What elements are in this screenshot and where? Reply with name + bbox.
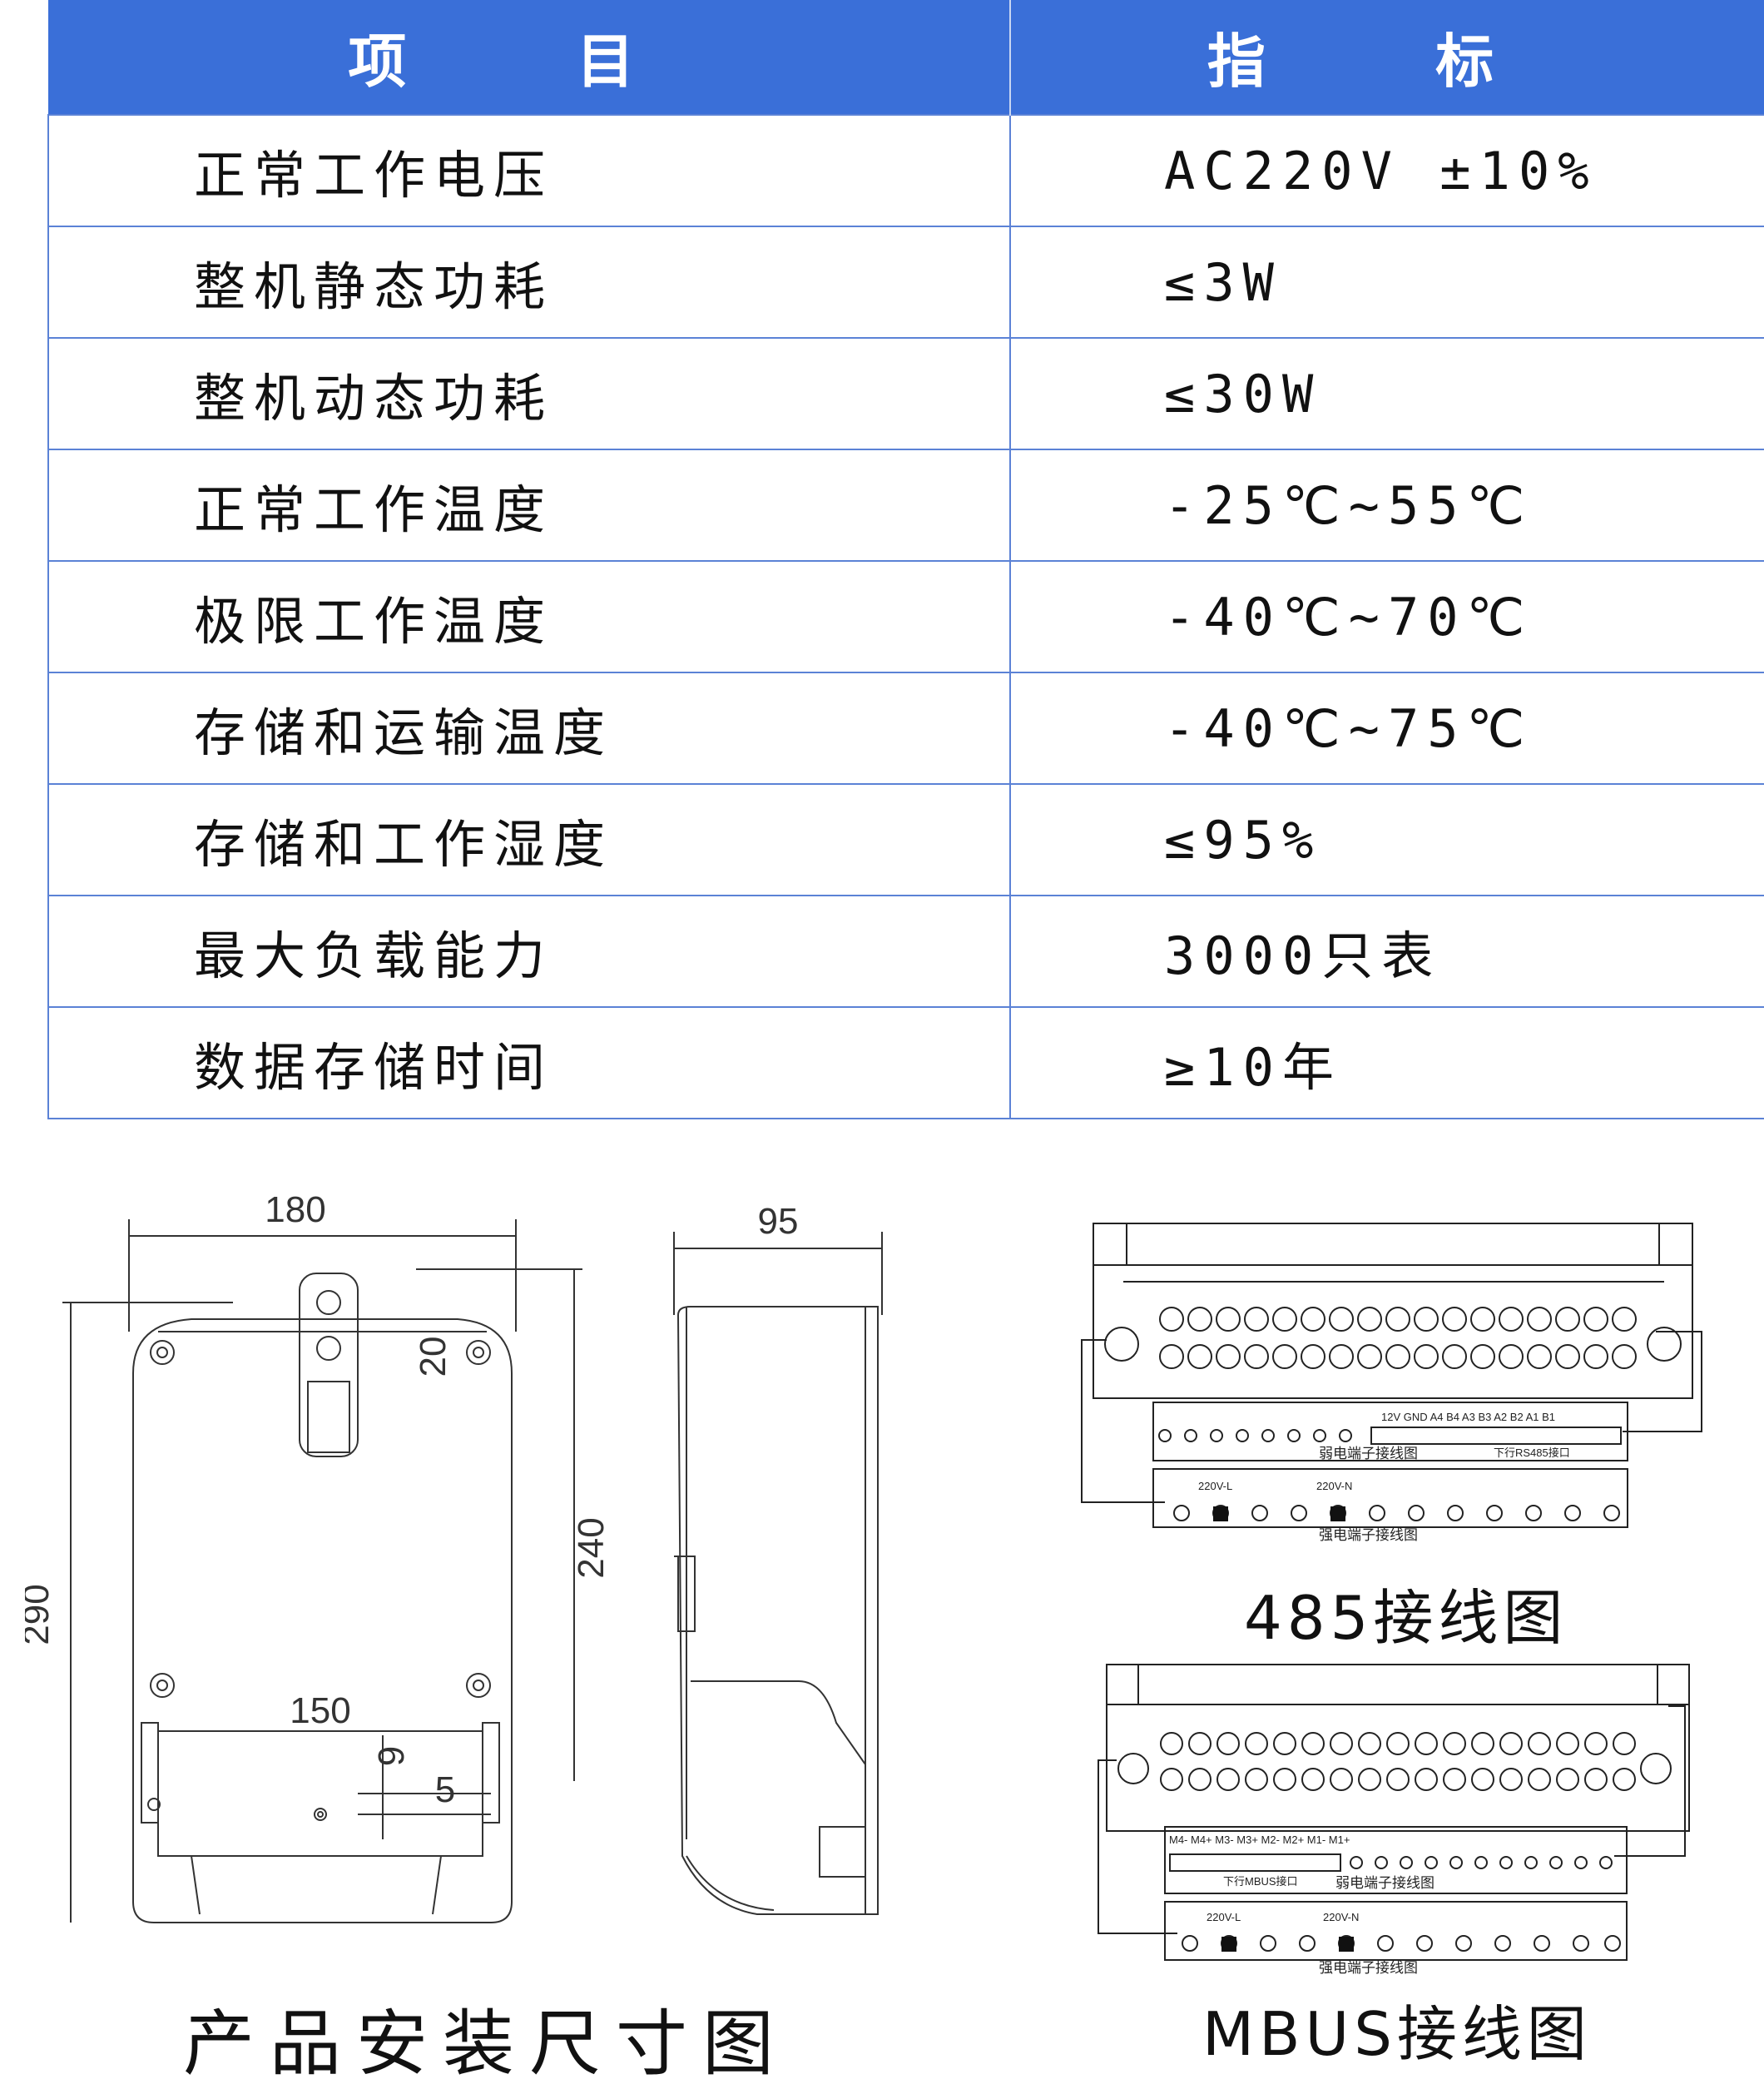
dim-small-a: 9 [371,1746,412,1766]
row-item: 数据存储时间 [47,1006,1011,1119]
spec-table: 项 目 指 标 正常工作电压 AC220V ±10% 整机静态功耗 ≤3W 整机… [47,0,1764,1119]
table-row: 整机静态功耗 ≤3W [47,226,1764,339]
table-row: 极限工作温度 -40℃~70℃ [47,560,1764,673]
header-spec: 指 标 [1010,0,1764,115]
dim-height: 290 [25,1584,57,1645]
row-item: 正常工作温度 [47,449,1011,562]
row-value: ≥10年 [1009,1006,1764,1119]
row-item: 整机动态功耗 [47,337,1011,450]
row-value: ≤95% [1009,783,1764,896]
table-row: 最大负载能力 3000只表 [47,895,1764,1008]
table-row: 存储和工作湿度 ≤95% [47,783,1764,896]
strong-l: 220V-L [1198,1480,1232,1492]
row-item: 最大负载能力 [47,895,1011,1008]
row-value: -25℃~55℃ [1009,449,1764,562]
table-row: 存储和运输温度 -40℃~75℃ [47,672,1764,785]
weak-sub: 下行RS485接口 [1494,1446,1570,1459]
table-header-row: 项 目 指 标 [48,0,1764,115]
row-item: 正常工作电压 [47,114,1011,227]
row-value: ≤3W [1009,226,1764,339]
row-value: -40℃~70℃ [1009,560,1764,673]
dim-width: 180 [265,1189,325,1230]
dim-hole-v: 240 [571,1517,607,1578]
mbus-strong-n: 220V-N [1323,1911,1359,1923]
wiring-mbus-diagram: M4- M4+ M3- M3+ M2- M2+ M1- M1+ 下行MBUS接口… [1098,1664,1690,1977]
row-item: 存储和运输温度 [47,672,1011,785]
mbus-strong-title: 强电端子接线图 [1319,1960,1418,1977]
table-row: 整机动态功耗 ≤30W [47,337,1764,450]
row-value: -40℃~75℃ [1009,672,1764,785]
strong-n: 220V-N [1316,1480,1352,1492]
mbus-weak-sub: 下行MBUS接口 [1223,1875,1298,1888]
table-row: 数据存储时间 ≥10年 [47,1006,1764,1119]
dimension-caption: 产品安装尺寸图 [183,2002,789,2086]
wiring-485-diagram: 12V GND A4 B4 A3 B3 A2 B2 A1 B1 弱电端子接线图 … [1081,1223,1702,1544]
header-item: 项 目 [48,0,1011,115]
wiring-485-caption: 485接线图 [1244,1583,1568,1653]
side-view-drawing: 95 [673,1201,883,1915]
table-row: 正常工作温度 -25℃~55℃ [47,449,1764,562]
front-view-drawing: 180 150 5 290 240 20 9 [25,1189,607,1923]
row-value: AC220V ±10% [1009,114,1764,227]
mbus-strong-l: 220V-L [1207,1911,1241,1923]
weak-terminal-labels: 12V GND A4 B4 A3 B3 A2 B2 A1 B1 [1381,1411,1555,1423]
mbus-weak-labels: M4- M4+ M3- M3+ M2- M2+ M1- M1+ [1169,1833,1350,1846]
weak-title: 弱电端子接线图 [1319,1446,1418,1462]
dim-depth: 95 [758,1201,799,1242]
row-item: 整机静态功耗 [47,226,1011,339]
strong-title: 强电端子接线图 [1319,1527,1418,1544]
row-item: 存储和工作湿度 [47,783,1011,896]
dim-small-b: 5 [435,1769,455,1810]
dim-hole-h: 150 [290,1690,350,1731]
dim-top-offset: 20 [413,1337,453,1377]
mbus-weak-title: 弱电端子接线图 [1335,1875,1434,1892]
row-value: ≤30W [1009,337,1764,450]
row-value: 3000只表 [1009,895,1764,1008]
row-item: 极限工作温度 [47,560,1011,673]
table-row: 正常工作电压 AC220V ±10% [47,114,1764,227]
wiring-mbus-caption: MBUS接线图 [1202,1999,1592,2069]
